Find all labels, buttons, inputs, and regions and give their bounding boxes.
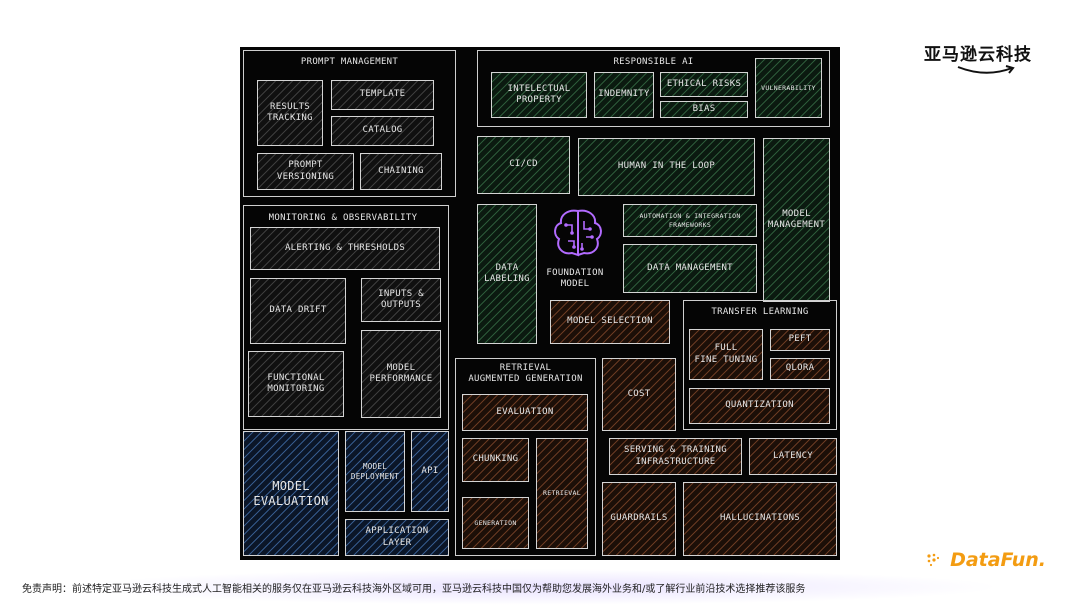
qlora-box: QLORA	[770, 358, 830, 380]
transfer-learning-group	[683, 300, 837, 430]
vulnerability-box: VULNERABILITY	[755, 58, 822, 118]
functional-monitoring-box: FUNCTIONAL MONITORING	[248, 351, 344, 417]
inputs-outputs-box: INPUTS & OUTPUTS	[361, 278, 441, 322]
data-management-box: DATA MANAGEMENT	[623, 244, 757, 293]
model-selection-box: MODEL SELECTION	[550, 300, 670, 344]
transfer-learning-title: TRANSFER LEARNING	[711, 307, 809, 317]
prompt-management-group	[243, 50, 456, 197]
rag-evaluation-box: EVALUATION	[462, 394, 588, 431]
latency-box: LATENCY	[749, 438, 837, 475]
full-fine-tuning-box: FULL FINE TUNING	[689, 329, 763, 380]
human-in-the-loop-box: HUMAN IN THE LOOP	[578, 138, 755, 196]
datafun-watermark: DataFun.	[950, 549, 1046, 571]
datafun-dots-icon	[927, 553, 940, 567]
peft-box: PEFT	[770, 329, 830, 351]
alerting-thresholds-box: ALERTING & THRESHOLDS	[250, 227, 440, 270]
indemnity-box: INDEMNITY	[594, 72, 654, 118]
ethical-risks-box: ETHICAL RISKS	[660, 72, 748, 97]
guardrails-box: GUARDRAILS	[602, 482, 676, 556]
catalog-box: CATALOG	[331, 116, 434, 146]
data-drift-box: DATA DRIFT	[250, 278, 346, 344]
responsible-ai-title: RESPONSIBLE AI	[613, 57, 694, 67]
model-management-box: MODEL MANAGEMENT	[763, 138, 830, 302]
bias-box: BIAS	[660, 101, 748, 118]
responsible-ai-group	[477, 50, 830, 127]
footer-glow	[0, 566, 1080, 608]
cost-box: COST	[602, 358, 676, 431]
automation-frameworks-box: AUTOMATION & INTEGRATION FRAMEWORKS	[623, 204, 757, 237]
foundation-model-label: FOUNDATION MODEL	[546, 268, 604, 290]
brand-smile-icon	[957, 65, 1015, 74]
disclaimer-text: 免责声明：前述特定亚马逊云科技生成式人工智能相关的服务仅在亚马逊云科技海外区域可…	[22, 584, 806, 595]
chaining-box: CHAINING	[360, 153, 442, 190]
hallucinations-box: HALLUCINATIONS	[683, 482, 837, 556]
model-deployment-box: MODEL DEPLOYMENT	[345, 431, 405, 512]
quantization-box: QUANTIZATION	[689, 388, 830, 424]
prompt-management-title: PROMPT MANAGEMENT	[300, 57, 399, 67]
ci-cd-box: CI/CD	[477, 136, 570, 194]
template-box: TEMPLATE	[331, 80, 434, 110]
model-evaluation-box: MODEL EVALUATION	[243, 431, 339, 556]
data-labeling-box: DATA LABELING	[477, 204, 537, 344]
brand-logo-text: 亚马逊云科技	[924, 45, 1032, 65]
results-tracking-box: RESULTS TRACKING	[257, 80, 323, 146]
prompt-versioning-box: PROMPT VERSIONING	[257, 153, 354, 190]
retrieval-box: RETRIEVAL	[536, 438, 588, 549]
monitoring-observability-title: MONITORING & OBSERVABILITY	[268, 213, 418, 223]
rag-group	[455, 358, 596, 556]
application-layer-box: APPLICATION LAYER	[345, 519, 449, 556]
intellectual-property-box: INTELECTUAL PROPERTY	[491, 72, 587, 118]
foundation-model-brain-icon	[554, 209, 602, 257]
serving-training-box: SERVING & TRAINING INFRASTRUCTURE	[609, 438, 742, 475]
chunking-box: CHUNKING	[462, 438, 529, 482]
genai-ops-diagram: PROMPT MANAGEMENT RESULTS TRACKING TEMPL…	[240, 47, 840, 560]
monitoring-observability-group	[243, 205, 449, 430]
model-performance-box: MODEL PERFORMANCE	[361, 330, 441, 418]
generation-box: GENERATION	[462, 497, 529, 549]
rag-title: RETRIEVAL AUGMENTED GENERATION	[468, 363, 583, 385]
api-box: API	[411, 431, 449, 512]
